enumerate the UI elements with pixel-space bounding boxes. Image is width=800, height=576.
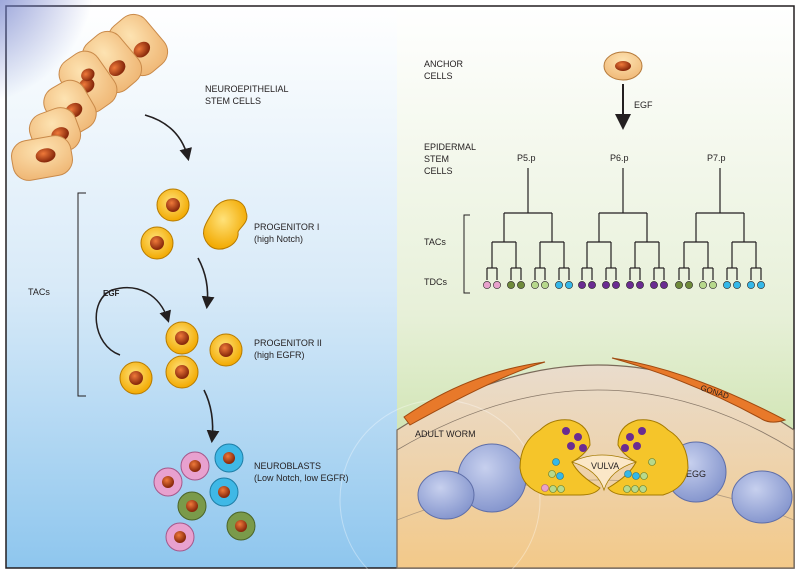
epidermal-label-2: STEM	[424, 154, 449, 164]
tacs-bracket-right	[463, 214, 470, 294]
tdcs-label: TDCs	[424, 277, 447, 287]
tdc-cell-p5p-2	[507, 281, 515, 289]
tdc-cell-p5p-7	[565, 281, 573, 289]
vulva-label: VULVA	[591, 461, 619, 471]
anchor-cell	[603, 51, 643, 81]
tacs-label-right: TACs	[424, 237, 446, 247]
epidermal-label-3: CELLS	[424, 166, 453, 176]
tdc-cell-p6p-3	[612, 281, 620, 289]
lineage-trees	[483, 168, 765, 289]
tdc-cell-p6p-2	[602, 281, 610, 289]
tdc-cell-p7p-0	[675, 281, 683, 289]
lineage-p5-label: P5.p	[517, 153, 536, 163]
neuroblasts-label-2: (Low Notch, low EGFR)	[254, 473, 349, 483]
vulva	[519, 419, 689, 496]
tdc-cell-p5p-3	[517, 281, 525, 289]
tdc-cell-p5p-6	[555, 281, 563, 289]
egg-label: EGG	[686, 469, 706, 479]
tdc-cell-p5p-1	[493, 281, 501, 289]
gonad-right	[611, 357, 787, 423]
progenitor2-cells	[119, 321, 243, 395]
tdc-cell-p7p-2	[699, 281, 707, 289]
tdc-cell-p5p-5	[541, 281, 549, 289]
arrow-to-progenitor2	[197, 257, 215, 310]
egf-label-right: EGF	[634, 100, 653, 110]
egf-loop-arrow	[95, 286, 171, 356]
progenitor1-label-1: PROGENITOR I	[254, 222, 319, 232]
arrow-to-progenitor1	[144, 114, 192, 162]
tdc-cell-p5p-0	[483, 281, 491, 289]
lineage-p6-label: P6.p	[610, 153, 629, 163]
progenitor2-label-1: PROGENITOR II	[254, 338, 322, 348]
neuroblast-cells	[153, 443, 256, 552]
anchor-label-1: ANCHOR	[424, 59, 464, 69]
tacs-bracket-left	[77, 192, 86, 397]
tdc-cell-p7p-7	[757, 281, 765, 289]
tdc-cell-p6p-6	[650, 281, 658, 289]
neuroepithelial-cells	[11, 13, 169, 181]
tdc-cell-p7p-6	[747, 281, 755, 289]
neuroepithelial-label-1: NEUROEPITHELIAL	[205, 84, 289, 94]
arrow-to-neuroblasts	[203, 389, 220, 444]
adult-worm-label: ADULT WORM	[415, 429, 476, 439]
tdc-cell-p7p-5	[733, 281, 741, 289]
neuroepithelial-label-2: STEM CELLS	[205, 96, 261, 106]
tdc-cell-p6p-0	[578, 281, 586, 289]
progenitor1-cells	[140, 188, 248, 260]
tdc-cell-p6p-7	[660, 281, 668, 289]
progenitor2-label-2: (high EGFR)	[254, 350, 305, 360]
tdc-cell-p6p-1	[588, 281, 596, 289]
tdc-cell-p6p-4	[626, 281, 634, 289]
epidermal-label-1: EPIDERMAL	[424, 142, 476, 152]
tacs-label-left: TACs	[28, 287, 50, 297]
tdc-cell-p6p-5	[636, 281, 644, 289]
gonad-left	[403, 361, 546, 426]
lineage-p7-label: P7.p	[707, 153, 726, 163]
egf-label-left: EGF	[103, 289, 120, 298]
progenitor1-label-2: (high Notch)	[254, 234, 303, 244]
tdc-cell-p7p-1	[685, 281, 693, 289]
eggs	[417, 441, 793, 524]
tdc-cell-p7p-3	[709, 281, 717, 289]
tdc-cell-p5p-4	[531, 281, 539, 289]
tdc-cell-p7p-4	[723, 281, 731, 289]
anchor-label-2: CELLS	[424, 71, 453, 81]
neuroblasts-label-1: NEUROBLASTS	[254, 461, 321, 471]
